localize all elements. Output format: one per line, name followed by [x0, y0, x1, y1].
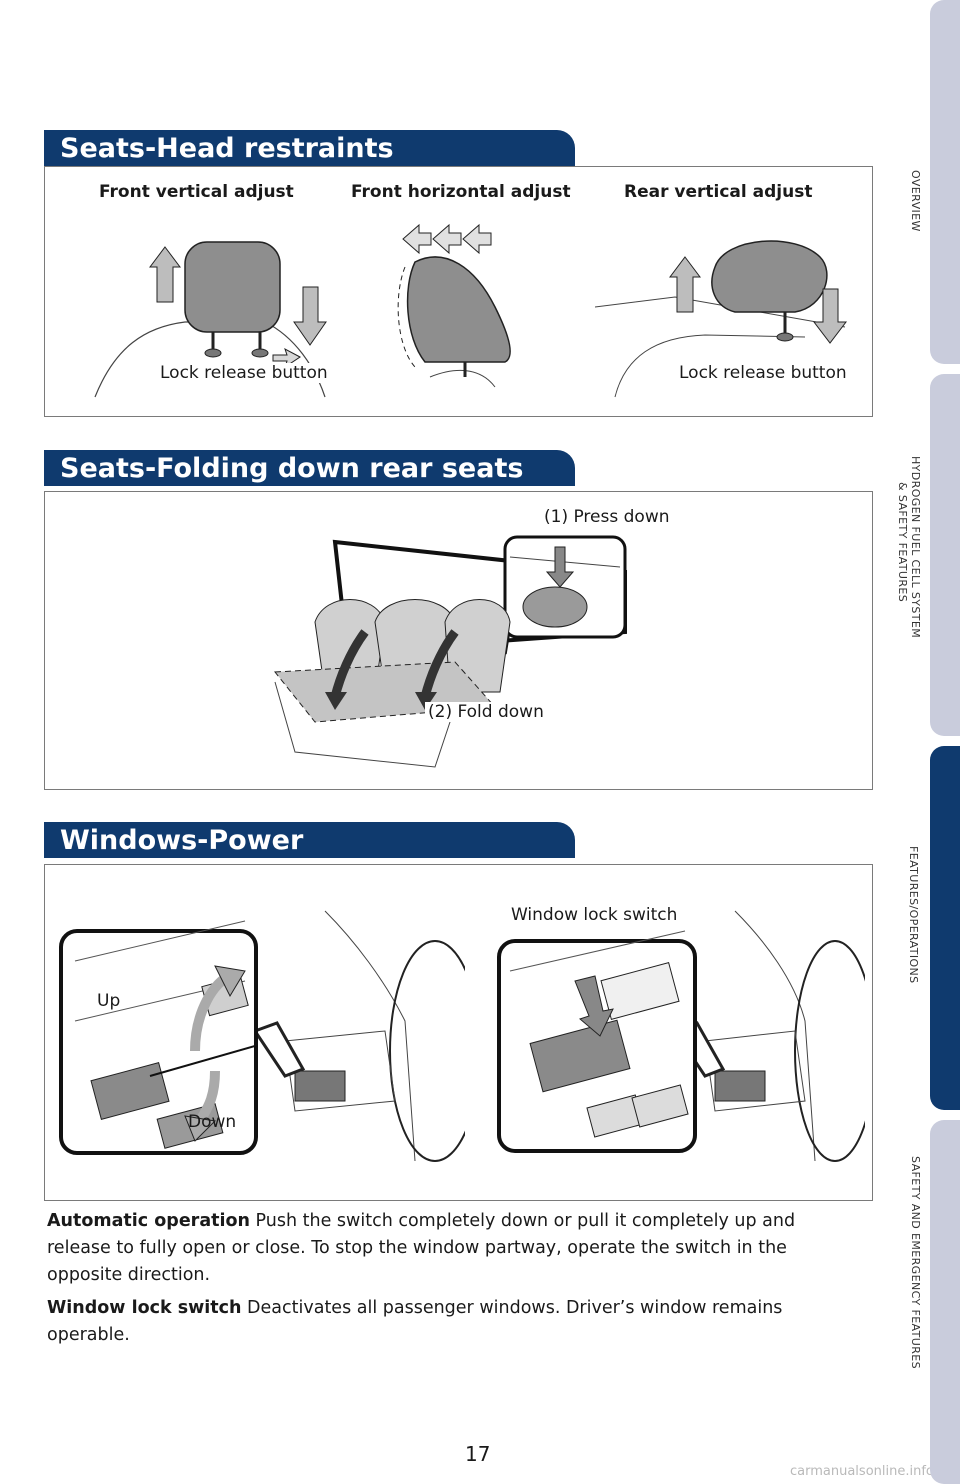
tab-hydrogen-fuel-cell[interactable]: HYDROGEN FUEL CELL SYSTEM & SAFETY FEATU… [896, 374, 960, 736]
rear-vertical-headrest-illustration [595, 240, 848, 398]
term-automatic-operation: Automatic operation [47, 1211, 250, 1231]
callout-up: Up [97, 991, 121, 1011]
text-window-lock-switch: Deactivates all passenger windows. Drive… [47, 1298, 783, 1345]
callout-lock-release-front: Lock release button [157, 363, 331, 383]
panel-folding-seats: (1) Press down (2) Fold down [44, 491, 873, 790]
tab-hydrogen-label-line1: HYDROGEN FUEL CELL SYSTEM [909, 456, 922, 639]
tab-hydrogen-label-line2: & SAFETY FEATURES [896, 482, 909, 603]
section-header-windows: Windows-Power [44, 822, 575, 858]
window-lock-switch-illustration [497, 910, 865, 1162]
caption-rear-vertical: Rear vertical adjust [624, 182, 813, 202]
tab-features-operations[interactable] [930, 746, 960, 1110]
side-tabs: OVERVIEW HYDROGEN FUEL CELL SYSTEM & SAF… [896, 0, 960, 1484]
callout-press-down: (1) Press down [541, 507, 673, 527]
front-horizontal-headrest-illustration [397, 223, 511, 388]
section-header-folding-seats: Seats-Folding down rear seats [44, 450, 575, 486]
term-window-lock-switch: Window lock switch [47, 1298, 242, 1318]
tab-safety-emergency[interactable]: SAFETY AND EMERGENCY FEATURES [909, 1120, 960, 1484]
page-number: 17 [465, 1442, 491, 1466]
callout-lock-release-rear: Lock release button [676, 363, 850, 383]
section-header-head-restraints: Seats-Head restraints [44, 130, 575, 166]
panel-head-restraints: Front vertical adjust Front horizontal a… [44, 166, 873, 417]
tab-overview[interactable]: OVERVIEW [909, 0, 960, 364]
callout-down: Down [188, 1112, 237, 1132]
paragraph-automatic-operation: Automatic operation Push the switch comp… [47, 1208, 847, 1289]
caption-front-vertical: Front vertical adjust [99, 182, 294, 202]
tab-overview-label: OVERVIEW [909, 170, 922, 232]
panel-windows: Up Down Window lock switch [44, 864, 873, 1201]
callout-fold-down: (2) Fold down [425, 702, 547, 722]
paragraph-window-lock-switch: Window lock switch Deactivates all passe… [47, 1295, 847, 1349]
front-vertical-headrest-illustration [94, 241, 327, 398]
body-text: Automatic operation Push the switch comp… [47, 1208, 847, 1355]
callout-window-lock-switch: Window lock switch [511, 905, 678, 925]
watermark: carmanualsonline.info [790, 1464, 934, 1479]
caption-front-horizontal: Front horizontal adjust [351, 182, 571, 202]
text-automatic-operation: Push the switch completely down or pull … [47, 1211, 796, 1285]
tab-safety-label: SAFETY AND EMERGENCY FEATURES [909, 1156, 922, 1369]
window-switch-illustration [59, 910, 465, 1162]
rear-seat-folding-illustration [274, 535, 627, 768]
tab-features-label: FEATURES/OPERATIONS [907, 846, 920, 984]
